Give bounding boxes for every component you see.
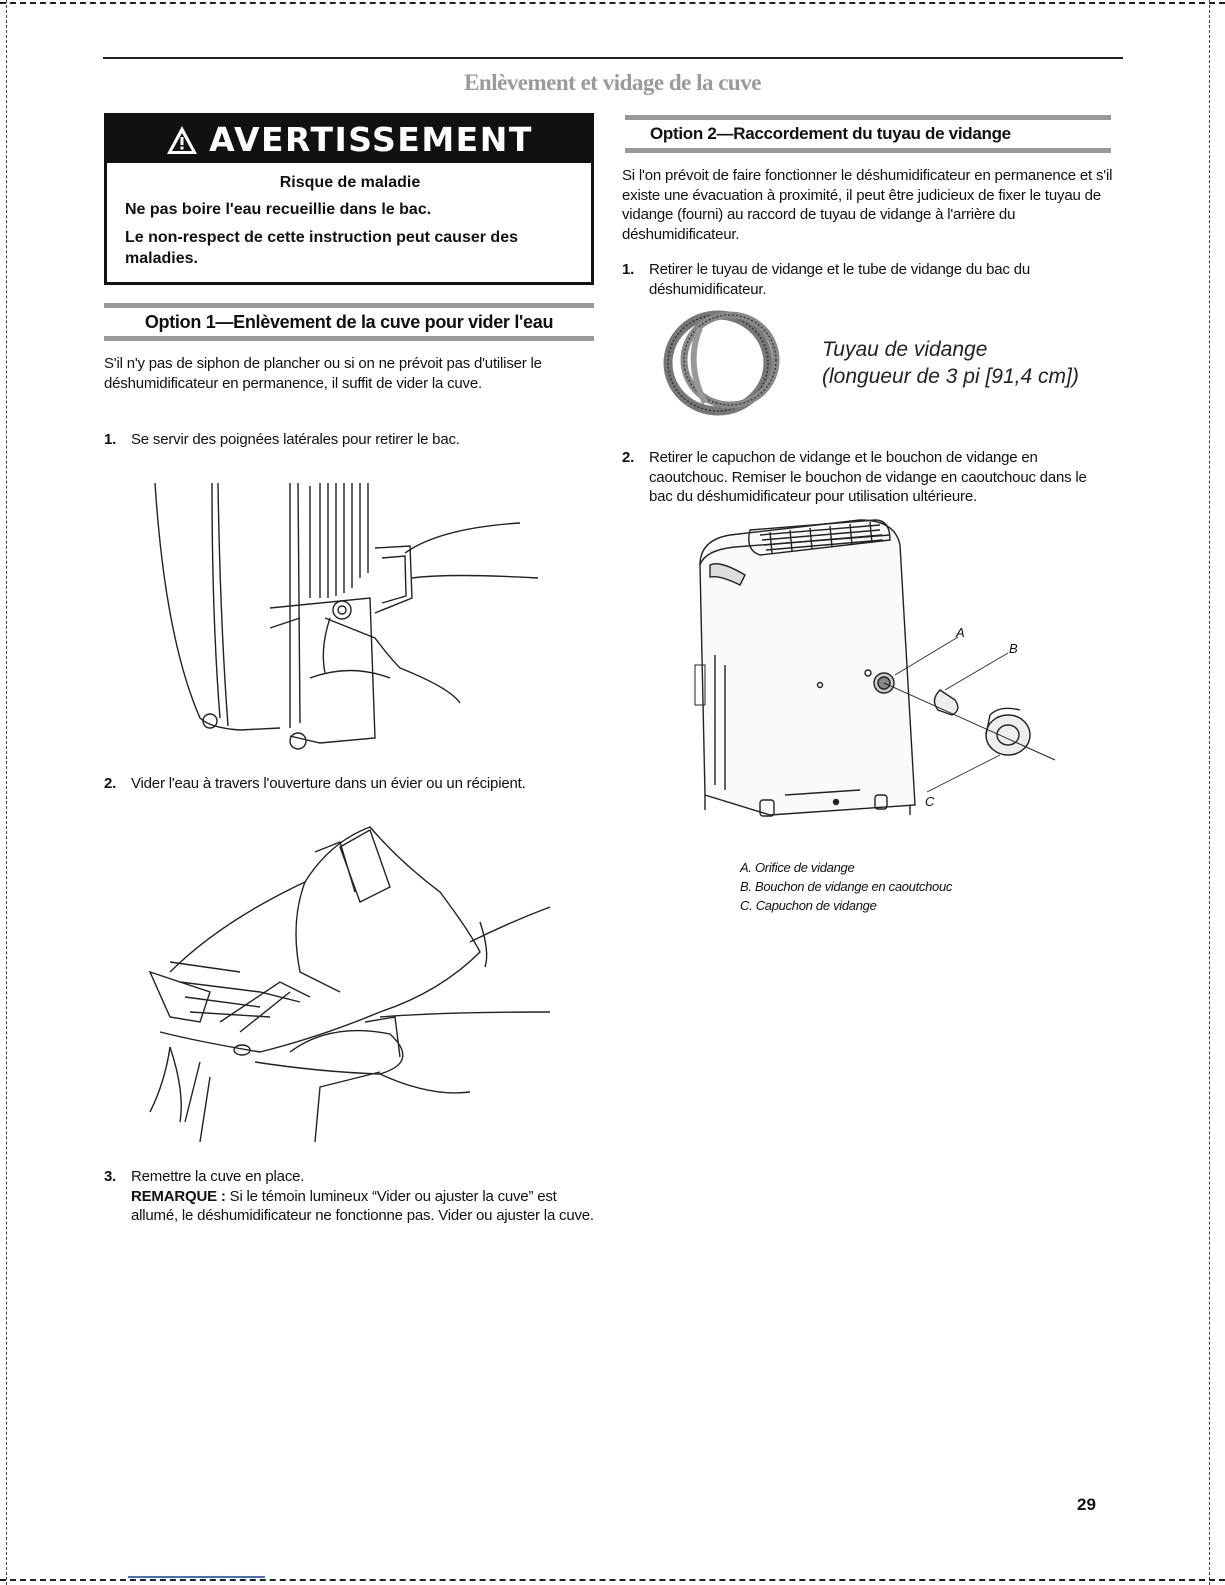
option1-step-3: 3. Remettre la cuve en place. REMARQUE :… xyxy=(104,1167,594,1226)
page-number: 29 xyxy=(1077,1495,1096,1514)
header-rule xyxy=(103,57,1123,59)
footer-link-underline xyxy=(128,1576,265,1578)
step-number: 3. xyxy=(104,1168,117,1185)
crop-mark-bottom xyxy=(0,1579,1225,1581)
option2-step-1: 1. Retirer le tuyau de vidange et le tub… xyxy=(622,260,1114,299)
figure-label-a: A xyxy=(956,625,965,640)
step-3-note: REMARQUE : Si le témoin lumineux “Vider … xyxy=(131,1187,594,1226)
warning-body: Risque de maladie Ne pas boire l'eau rec… xyxy=(107,163,591,269)
warning-title: AVERTISSEMENT xyxy=(209,120,533,159)
step-text: Retirer le tuyau de vidange et le tube d… xyxy=(649,261,1030,298)
remove-tank-illustration xyxy=(154,482,539,750)
option1-step-1: 1. Se servir des poignées latérales pour… xyxy=(104,430,594,450)
warning-box: AVERTISSEMENT Risque de maladie Ne pas b… xyxy=(104,113,594,285)
option2-heading: Option 2—Raccordement du tuyau de vidang… xyxy=(625,115,1111,153)
step-number: 2. xyxy=(622,449,635,466)
option2-step-2: 2. Retirer le capuchon de vidange et le … xyxy=(622,448,1114,507)
figure-legend: A. Orifice de vidange B. Bouchon de vida… xyxy=(740,858,952,915)
warning-risk: Risque de maladie xyxy=(279,174,421,191)
option2-intro: Si l'on prévoit de faire fonctionner le … xyxy=(622,167,1113,243)
figure-label-b: B xyxy=(1009,641,1018,656)
option1-intro: S'il n'y pas de siphon de plancher ou si… xyxy=(104,355,542,392)
warning-triangle-icon xyxy=(167,125,198,154)
legend-item-c: C. Capuchon de vidange xyxy=(740,898,877,913)
hose-caption: Tuyau de vidange (longueur de 3 pi [91,4… xyxy=(822,336,1079,390)
note-label: REMARQUE : xyxy=(131,1187,226,1205)
step-number: 1. xyxy=(104,431,117,448)
hose-caption-line-1: Tuyau de vidange xyxy=(822,338,988,361)
step-3-text: Remettre la cuve en place. xyxy=(131,1168,305,1185)
warning-line-2: Le non-respect de cette instruction peut… xyxy=(125,229,518,267)
crop-mark-right xyxy=(1209,0,1210,1585)
figure-label-c: C xyxy=(925,794,935,809)
step-text: Retirer le capuchon de vidange et le bou… xyxy=(649,449,1087,505)
page-title: Enlèvement et vidage de la cuve xyxy=(464,70,761,95)
warning-banner: AVERTISSEMENT xyxy=(107,116,591,163)
drain-hose-illustration xyxy=(663,310,780,416)
step-text: Se servir des poignées latérales pour re… xyxy=(131,431,460,448)
step-number: 1. xyxy=(622,261,635,278)
crop-mark-top xyxy=(0,2,1225,4)
step-text: Remettre la cuve en place. REMARQUE : Si… xyxy=(131,1167,594,1226)
step-number: 2. xyxy=(104,775,117,792)
legend-item-b: B. Bouchon de vidange en caoutchouc xyxy=(740,879,953,894)
step-text: Vider l'eau à travers l'ouverture dans u… xyxy=(131,775,526,792)
hose-caption-line-2: (longueur de 3 pi [91,4 cm]) xyxy=(822,365,1079,388)
option1-step-2: 2. Vider l'eau à travers l'ouverture dan… xyxy=(104,774,594,794)
dehumidifier-rear-illustration xyxy=(694,519,1056,817)
warning-line-1: Ne pas boire l'eau recueillie dans le ba… xyxy=(125,201,432,218)
note-text: Si le témoin lumineux “Vider ou ajuster … xyxy=(131,1187,594,1225)
option1-heading: Option 1—Enlèvement de la cuve pour vide… xyxy=(104,303,594,341)
legend-item-a: A. Orifice de vidange xyxy=(740,860,855,875)
empty-tank-illustration xyxy=(148,826,551,1143)
crop-mark-left xyxy=(6,0,7,1585)
